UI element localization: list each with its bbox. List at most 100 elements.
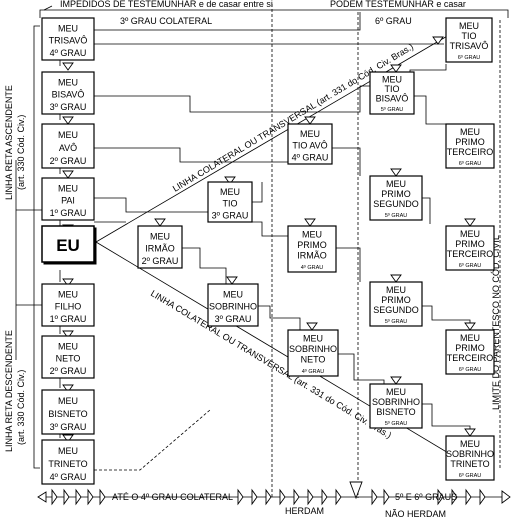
connector bbox=[422, 305, 471, 330]
box-line: IRMÃO bbox=[145, 244, 175, 254]
box-line: TERCEIRO bbox=[447, 147, 494, 157]
arrow-marker bbox=[62, 278, 74, 287]
box-line: SOBRINHO bbox=[372, 397, 420, 407]
box-line: MEU bbox=[386, 387, 406, 397]
box-line: MEU bbox=[58, 130, 78, 140]
side-limite: LIMITE DO PARENTESCO NO CÓD. CIVIL bbox=[491, 235, 501, 410]
arrow-marker bbox=[306, 322, 318, 331]
box-line: SEGUNDO bbox=[373, 199, 419, 209]
box-line: TIO bbox=[385, 84, 400, 94]
box-line: 3º GRAU bbox=[50, 422, 87, 432]
box-line: TRISAVÔ bbox=[450, 41, 489, 51]
bottom-arrow bbox=[265, 488, 272, 506]
box-line: MEU bbox=[300, 129, 320, 139]
header-podem: PODEM TESTEMUNHAR e casar bbox=[330, 0, 466, 9]
header-grau3: 3º GRAU COLATERAL bbox=[120, 16, 212, 26]
box-line: MEU bbox=[460, 229, 480, 239]
connector bbox=[414, 95, 446, 125]
box-line: PRIMO bbox=[455, 343, 485, 353]
box-line: MEU bbox=[220, 187, 240, 197]
bottom-ate4: ATÉ O 4º GRAU COLATERAL bbox=[112, 492, 233, 502]
bottom-arrow bbox=[307, 488, 314, 506]
arrow-marker bbox=[390, 64, 402, 73]
box-line: 1º GRAU bbox=[50, 208, 87, 218]
box-line: 5º GRAU bbox=[385, 420, 408, 427]
right-arrow bbox=[501, 490, 511, 504]
box-line: AVÔ bbox=[59, 143, 77, 153]
box-line: NETO bbox=[56, 354, 81, 364]
box-line: 4º GRAU bbox=[50, 48, 87, 58]
box-line: MEU bbox=[386, 179, 406, 189]
arrow-marker bbox=[62, 434, 74, 443]
arrow-marker bbox=[154, 218, 166, 227]
bottom-arrow bbox=[75, 488, 82, 506]
box-line: MEU bbox=[58, 23, 78, 33]
bottom-arrow bbox=[465, 488, 472, 506]
box-line: 4º GRAU bbox=[50, 472, 87, 482]
box-line: 6º GRAU bbox=[459, 366, 482, 373]
bottom-arrow bbox=[479, 488, 486, 506]
box-line: MEU bbox=[303, 333, 323, 343]
box-line: BISAVÔ bbox=[52, 90, 85, 100]
arrow-marker bbox=[226, 276, 238, 285]
arrow-marker bbox=[62, 330, 74, 339]
side-ascendente: LINHA RETA ASCENDENTE bbox=[4, 85, 14, 200]
box-line: PRIMO bbox=[381, 189, 411, 199]
arrow-marker bbox=[464, 428, 476, 437]
box-bisavo: MEU BISAVÔ 3º GRAU bbox=[41, 71, 95, 115]
arrow-marker bbox=[464, 322, 476, 331]
box-line: 5º GRAU bbox=[385, 318, 408, 325]
arrow-marker bbox=[62, 116, 74, 125]
box-line: 3º GRAU bbox=[212, 210, 249, 220]
header-impedidos: IMPEDIDOS DE TESTEMUNHAR e de casar entr… bbox=[60, 0, 273, 9]
box-line: MEU bbox=[58, 396, 78, 406]
eu-label: EU bbox=[56, 236, 80, 255]
box-line: 6º GRAU bbox=[459, 472, 482, 479]
box-line: 2º GRAU bbox=[50, 366, 87, 376]
box-line: BISAVÔ bbox=[376, 94, 409, 104]
box-line: PAI bbox=[61, 196, 75, 206]
box-line: MEU bbox=[58, 183, 78, 193]
box-line: MEU bbox=[460, 333, 480, 343]
arrow-marker bbox=[432, 36, 444, 45]
box-line: MEU bbox=[58, 77, 78, 87]
bottom-arrow bbox=[335, 488, 342, 506]
box-line: MEU bbox=[58, 289, 78, 299]
box-line: MEU bbox=[382, 75, 402, 85]
box-line: TRINETO bbox=[450, 459, 489, 469]
connector bbox=[182, 247, 227, 284]
box-line: FILHO bbox=[55, 302, 82, 312]
box-line: 3º GRAU bbox=[50, 102, 87, 112]
box-line: NETO bbox=[301, 354, 326, 364]
diagonal-upper-label: LINHA COLATERAL OU TRANSVERSAL (art. 331… bbox=[171, 41, 415, 193]
box-line: 6º GRAU bbox=[459, 262, 482, 269]
bottom-herdam: HERDAM bbox=[285, 506, 324, 516]
bottom-arrow bbox=[99, 488, 106, 506]
bottom-arrow bbox=[51, 488, 58, 506]
box-line: MEU bbox=[58, 446, 78, 456]
box-line: TIO bbox=[462, 31, 477, 41]
connector bbox=[94, 409, 211, 471]
side-ascendente-art: (art. 330 Cód. Civ.) bbox=[16, 115, 26, 190]
box-line: MEU bbox=[302, 229, 322, 239]
box-line: 5º GRAU bbox=[381, 106, 404, 113]
herdam-marker bbox=[349, 481, 363, 500]
connector bbox=[338, 353, 385, 384]
connector bbox=[258, 305, 301, 330]
connector bbox=[252, 221, 288, 237]
box-line: MEU bbox=[58, 341, 78, 351]
connector bbox=[94, 197, 222, 213]
